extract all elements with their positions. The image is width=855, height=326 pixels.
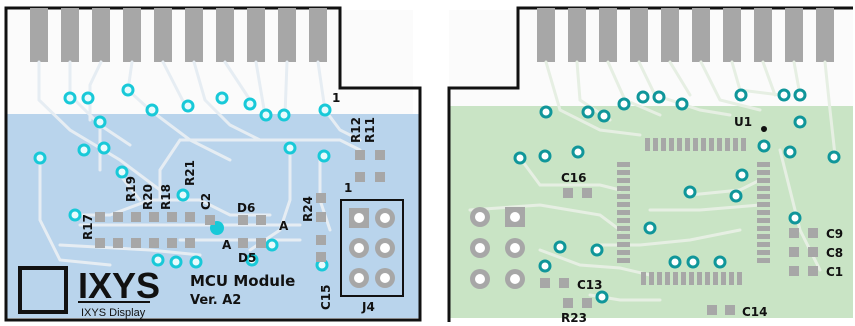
left-edge-connector xyxy=(30,8,327,62)
label-pin1-header: 1 xyxy=(344,181,352,195)
label-c9: C9 xyxy=(826,227,843,241)
label-u1: U1 xyxy=(734,115,752,129)
label-c15: C15 xyxy=(319,284,333,310)
left-smd-pads xyxy=(95,150,385,262)
module-version: Ver. A2 xyxy=(190,293,241,308)
label-c14: C14 xyxy=(742,305,768,319)
label-r18: R18 xyxy=(159,184,173,210)
label-r17: R17 xyxy=(81,214,95,240)
label-j4: J4 xyxy=(361,300,375,314)
label-c2: C2 xyxy=(199,193,213,210)
label-r19: R19 xyxy=(124,176,138,202)
label-a-mid: A xyxy=(222,238,232,252)
label-c16: C16 xyxy=(561,171,587,185)
label-d5: D5 xyxy=(238,251,256,265)
right-header xyxy=(470,207,525,289)
label-pin1-top: 1 xyxy=(332,91,340,105)
label-c13: C13 xyxy=(577,278,603,292)
right-vias xyxy=(513,88,841,304)
right-smd-pads xyxy=(540,188,818,315)
label-r21: R21 xyxy=(183,160,197,186)
u1-pin1-dot xyxy=(761,126,767,132)
left-board: IXYS IXYS Display 1 R11 R12 R21 R18 R20 … xyxy=(4,6,422,322)
logo-subtitle: IXYS Display xyxy=(81,307,146,319)
label-r24: R24 xyxy=(301,196,315,222)
u1-mcu-pads xyxy=(617,138,770,285)
label-r11: R11 xyxy=(363,117,377,143)
right-edge-connector xyxy=(537,8,834,62)
label-c8: C8 xyxy=(826,246,843,260)
j4-header xyxy=(340,199,404,297)
left-vias xyxy=(33,83,332,272)
label-a-right: A xyxy=(279,219,289,233)
right-board-outline xyxy=(447,6,853,322)
label-r12: R12 xyxy=(349,117,363,143)
right-board: U1 C16 C13 R23 C14 C9 C8 C1 xyxy=(447,6,853,325)
ixys-logo: IXYS IXYS Display xyxy=(18,265,160,319)
left-board-outline xyxy=(4,6,422,322)
label-r20: R20 xyxy=(141,184,155,210)
module-title: MCU Module xyxy=(190,272,295,290)
label-c1: C1 xyxy=(826,265,843,279)
label-r23: R23 xyxy=(561,311,587,325)
logo-brand-text: IXYS xyxy=(78,265,160,306)
label-d6: D6 xyxy=(237,201,255,215)
